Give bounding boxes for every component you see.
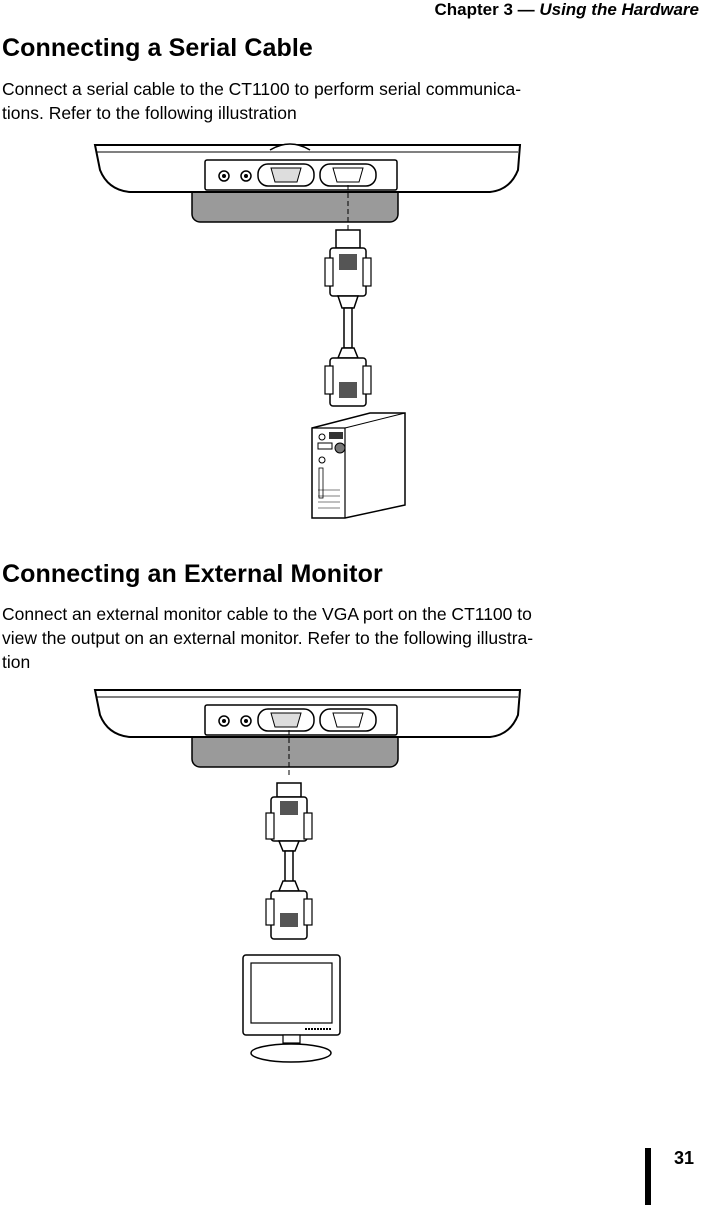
vga-connector-bottom [265, 880, 313, 940]
paragraph-line: Connect an external monitor cable to the… [2, 604, 532, 624]
paragraph-line: Connect a serial cable to the CT1100 to … [2, 79, 522, 99]
external-monitor-image [242, 954, 341, 1063]
paragraph-line: tion [2, 652, 31, 672]
page-number-bar [645, 1148, 651, 1205]
running-header: Chapter 3 — Using the Hardware [434, 0, 699, 20]
page-number: 31 [674, 1148, 695, 1168]
monitor-cable-illustration [93, 689, 522, 1063]
chapter-label: Chapter 3 — [434, 0, 540, 19]
section-paragraph-serial: Connect a serial cable to the CT1100 to … [2, 77, 642, 125]
serial-connector-top [324, 229, 372, 309]
serial-connector-bottom [324, 347, 372, 407]
pc-tower-image [311, 412, 406, 519]
chapter-title: Using the Hardware [539, 0, 699, 19]
ct1100-device-image [93, 143, 522, 223]
serial-cable-illustration [93, 143, 522, 519]
section-paragraph-monitor: Connect an external monitor cable to the… [2, 602, 642, 674]
vga-connector-top [265, 782, 313, 852]
paragraph-line: view the output on an external monitor. … [2, 628, 534, 648]
section-heading-monitor: Connecting an External Monitor [2, 560, 383, 588]
ct1100-device-image [93, 689, 522, 768]
paragraph-line: tions. Refer to the following illustrati… [2, 103, 297, 123]
section-heading-serial: Connecting a Serial Cable [2, 34, 313, 62]
